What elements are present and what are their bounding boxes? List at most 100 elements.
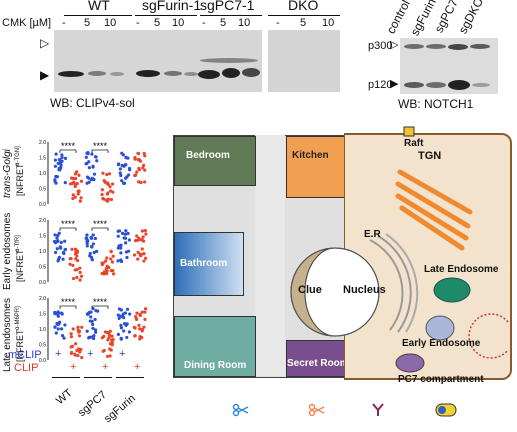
scatter-point <box>60 153 64 157</box>
scatter-point <box>85 239 89 243</box>
scatter-point <box>119 259 124 264</box>
scatter-point <box>56 259 60 263</box>
scatter-point <box>105 256 109 260</box>
scatter-point <box>87 335 91 339</box>
y-tick-label: 1.0 <box>39 171 46 177</box>
scatter-point <box>92 334 96 338</box>
scatter-point <box>55 321 59 326</box>
clip-row-label: CLIP <box>14 362 39 374</box>
clip-band <box>198 70 220 79</box>
scatter-point <box>75 259 80 263</box>
scatter-point <box>105 172 109 177</box>
y-tick-label: 0.0 <box>39 202 46 208</box>
scatter-point <box>56 327 60 331</box>
scatter-point <box>54 331 58 335</box>
cmk-value: 5 <box>84 17 91 29</box>
genotype-line <box>84 377 112 378</box>
scatter-point <box>56 239 60 243</box>
scatter-point <box>94 309 98 313</box>
significance-bracket <box>59 305 77 309</box>
scatter-point <box>143 168 147 172</box>
tgn-stripe <box>399 205 465 251</box>
scatter-point <box>91 326 95 331</box>
er-arc <box>369 239 404 331</box>
scatter-point <box>137 168 142 172</box>
scatter-point <box>100 192 104 197</box>
scatter-point <box>132 325 136 330</box>
scatter-point <box>63 181 67 185</box>
scatter-point <box>60 333 65 338</box>
scatter-point <box>128 312 132 316</box>
cmk-value: 10 <box>238 17 251 29</box>
notch-band-p300 <box>426 44 446 49</box>
scatter-point <box>138 312 142 316</box>
scatter-point <box>79 274 84 278</box>
scatter-point <box>89 315 93 319</box>
scatter-point <box>77 334 82 338</box>
scatter-point <box>134 314 138 319</box>
room-kitchen-label: Kitchen <box>292 150 329 161</box>
y-tick-label: 0.5 <box>39 187 46 193</box>
scatter-point <box>127 238 131 242</box>
scatter-point <box>56 314 60 318</box>
room-dining-label: Dining Room <box>184 360 247 371</box>
group-sgpc7-line <box>200 15 262 16</box>
y-tick-label: 2.0 <box>39 296 46 302</box>
scatter-point <box>116 259 120 263</box>
mclip-plus: + <box>87 348 94 360</box>
room-secret-label: Secret Room <box>287 358 349 369</box>
scatter-point <box>69 335 74 339</box>
scatter-point <box>135 170 139 174</box>
scatter-point <box>75 249 79 253</box>
scatter-point <box>76 192 80 196</box>
p120-label: p120 <box>368 79 393 91</box>
scatter-point <box>106 354 110 358</box>
scatter-point <box>93 236 97 241</box>
scatter-point <box>75 254 79 258</box>
scatter-point <box>106 191 110 195</box>
scatter-point <box>71 196 75 201</box>
clue-label: Clue <box>298 284 322 296</box>
scatter-point <box>71 276 76 281</box>
y-tick-label: 1.5 <box>39 234 46 240</box>
scatter-point <box>85 329 89 333</box>
scatter-point <box>119 308 123 312</box>
cmk-value: 10 <box>172 17 185 29</box>
scatter-point <box>125 255 129 260</box>
scatter-point <box>92 250 96 255</box>
y-tick-label: 2.0 <box>39 140 46 146</box>
scatter-point <box>53 233 57 237</box>
wb-notch-label: WB: NOTCH1 <box>398 97 474 111</box>
scatter-point <box>86 312 90 316</box>
scatter-point <box>109 348 113 352</box>
scatter-point <box>71 327 75 331</box>
scatter-point <box>135 311 139 315</box>
scatter-point <box>71 193 75 197</box>
scatter-point <box>110 260 115 264</box>
scatter-point <box>138 159 143 163</box>
scatter-point <box>89 244 94 249</box>
scatter-point <box>142 151 146 156</box>
clip-blot-left <box>54 30 262 92</box>
scatter-point <box>119 173 123 178</box>
legend-receptor-icon <box>372 403 384 416</box>
y-tick-label: 0.5 <box>39 265 46 271</box>
scatter-point <box>108 342 113 346</box>
scatter-point <box>91 242 95 246</box>
genotype-line <box>52 377 80 378</box>
scatter-point <box>80 356 84 360</box>
raft-icon <box>403 126 415 137</box>
scatter-point <box>74 176 78 181</box>
scatter-point <box>116 246 120 250</box>
scatter-point <box>76 325 80 329</box>
scatter-point <box>89 255 94 259</box>
scatter-point <box>125 307 130 311</box>
scatter-point <box>78 350 82 354</box>
scatter-point <box>118 171 122 175</box>
scatter-point <box>123 232 127 236</box>
scatter-point <box>93 317 97 322</box>
nucleus-outline <box>290 247 380 337</box>
significance-stars: **** <box>93 141 108 151</box>
scatter-point <box>119 337 123 341</box>
scatter-point <box>117 316 121 320</box>
